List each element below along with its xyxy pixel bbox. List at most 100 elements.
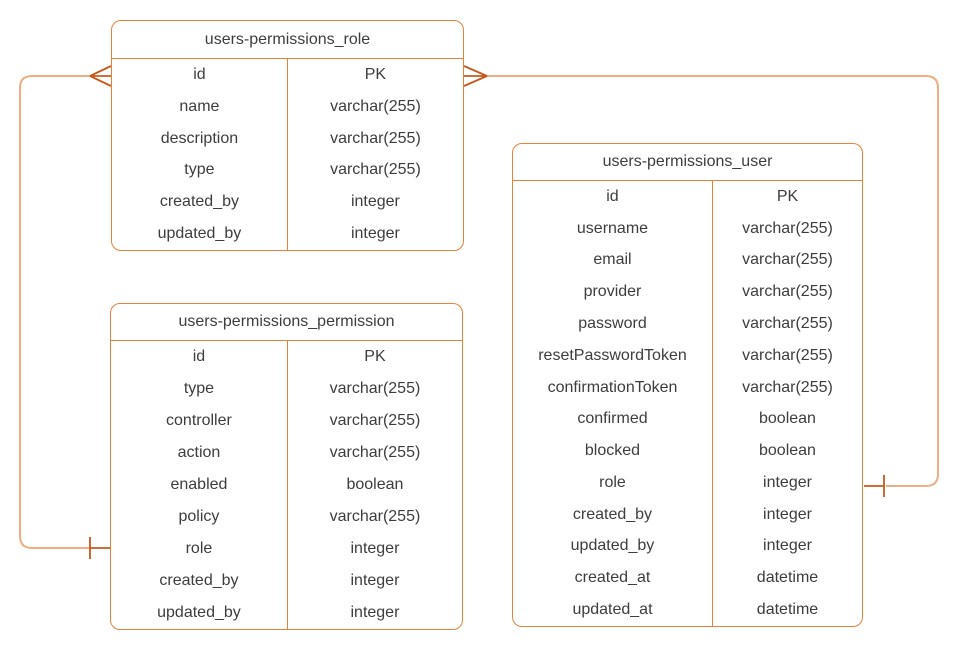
one-tick-icon — [89, 537, 110, 559]
table-row: resetPasswordToken varchar(255) — [513, 339, 862, 372]
field-name: type — [111, 373, 288, 405]
field-name: created_by — [112, 186, 288, 219]
table-row: description varchar(255) — [112, 122, 463, 155]
field-type: varchar(255) — [742, 219, 833, 237]
field-type: datetime — [756, 601, 819, 619]
field-type: varchar(255) — [742, 283, 833, 301]
table-row: updated_by integer — [112, 218, 463, 250]
field-type: integer — [350, 572, 400, 589]
field-name: id — [112, 59, 288, 91]
field-type: integer — [763, 505, 812, 523]
table-row: updated_by integer — [111, 597, 462, 629]
field-name: provider — [513, 276, 713, 309]
field-name: created_at — [513, 562, 713, 595]
table-row: type varchar(255) — [111, 373, 462, 405]
field-type: integer — [350, 225, 400, 243]
field-name: controller — [111, 405, 288, 437]
table-row: created_at datetime — [513, 562, 862, 595]
field-type: integer — [350, 193, 400, 211]
field-name: updated_by — [112, 218, 288, 250]
field-type: boolean — [759, 410, 816, 428]
table-row: policy varchar(255) — [111, 501, 462, 533]
field-type: varchar(255) — [329, 508, 421, 525]
connector-line — [19, 75, 90, 549]
table-row: confirmed boolean — [513, 403, 862, 436]
field-name: created_by — [513, 498, 713, 531]
table-row: updated_by integer — [513, 530, 862, 563]
field-type: PK — [364, 65, 387, 83]
table-users-permissions-role: users-permissions_role id PK name varchar(2… — [111, 20, 464, 251]
table-title: users-permissions_role — [112, 21, 463, 59]
table-row: updated_at datetime — [513, 594, 862, 626]
table-row: created_by integer — [112, 186, 463, 219]
field-type: varchar(255) — [330, 129, 421, 147]
field-type: datetime — [756, 569, 819, 587]
field-name: updated_at — [513, 594, 713, 626]
field-name: updated_by — [111, 597, 288, 629]
table-row: role integer — [513, 467, 862, 499]
field-type: varchar(255) — [330, 97, 421, 115]
field-name: description — [112, 122, 288, 155]
connector-line — [487, 75, 939, 487]
field-name: name — [112, 90, 288, 123]
crow-foot-many-icon — [463, 65, 488, 87]
field-name: action — [111, 437, 288, 469]
field-type: integer — [763, 473, 812, 491]
field-name: id — [111, 341, 288, 373]
table-title: users-permissions_user — [513, 144, 862, 181]
field-type: integer — [763, 537, 812, 555]
field-type: boolean — [759, 442, 816, 460]
field-type: integer — [350, 540, 400, 557]
field-type: varchar(255) — [329, 380, 421, 397]
table-row: email varchar(255) — [513, 244, 862, 277]
table-rows: id PK name varchar(255) description varchar(2… — [112, 59, 463, 250]
field-name: confirmationToken — [513, 371, 713, 404]
table-row: action varchar(255) — [111, 437, 462, 469]
table-row: blocked boolean — [513, 435, 862, 468]
field-name: role — [111, 533, 288, 565]
field-type: integer — [350, 604, 400, 621]
table-row: provider varchar(255) — [513, 276, 862, 309]
field-name: enabled — [111, 469, 288, 501]
field-name: username — [513, 212, 713, 245]
field-type: varchar(255) — [329, 444, 421, 461]
field-name: created_by — [111, 565, 288, 597]
table-row: username varchar(255) — [513, 212, 862, 245]
table-row: created_by integer — [513, 498, 862, 531]
field-name: blocked — [513, 435, 713, 468]
table-row: id PK — [112, 59, 463, 91]
field-type: varchar(255) — [742, 251, 833, 269]
table-row: name varchar(255) — [112, 90, 463, 123]
field-type: PK — [776, 187, 799, 205]
field-name: policy — [111, 501, 288, 533]
field-type: varchar(255) — [742, 346, 833, 364]
field-type: varchar(255) — [330, 161, 421, 179]
table-row: created_by integer — [111, 565, 462, 597]
connector-role-to-user — [463, 65, 939, 497]
crow-foot-many-icon — [89, 65, 112, 87]
field-type: varchar(255) — [329, 412, 421, 429]
field-name: email — [513, 244, 713, 277]
table-row: controller varchar(255) — [111, 405, 462, 437]
table-row: confirmationToken varchar(255) — [513, 371, 862, 404]
field-type: varchar(255) — [742, 378, 833, 396]
field-name: password — [513, 308, 713, 340]
field-name: confirmed — [513, 403, 713, 436]
field-name: role — [513, 467, 713, 499]
table-title: users-permissions_permission — [111, 304, 462, 341]
one-tick-icon — [864, 475, 885, 497]
field-name: resetPasswordToken — [513, 339, 713, 372]
connector-role-to-permission — [19, 65, 112, 559]
field-name: updated_by — [513, 530, 713, 563]
